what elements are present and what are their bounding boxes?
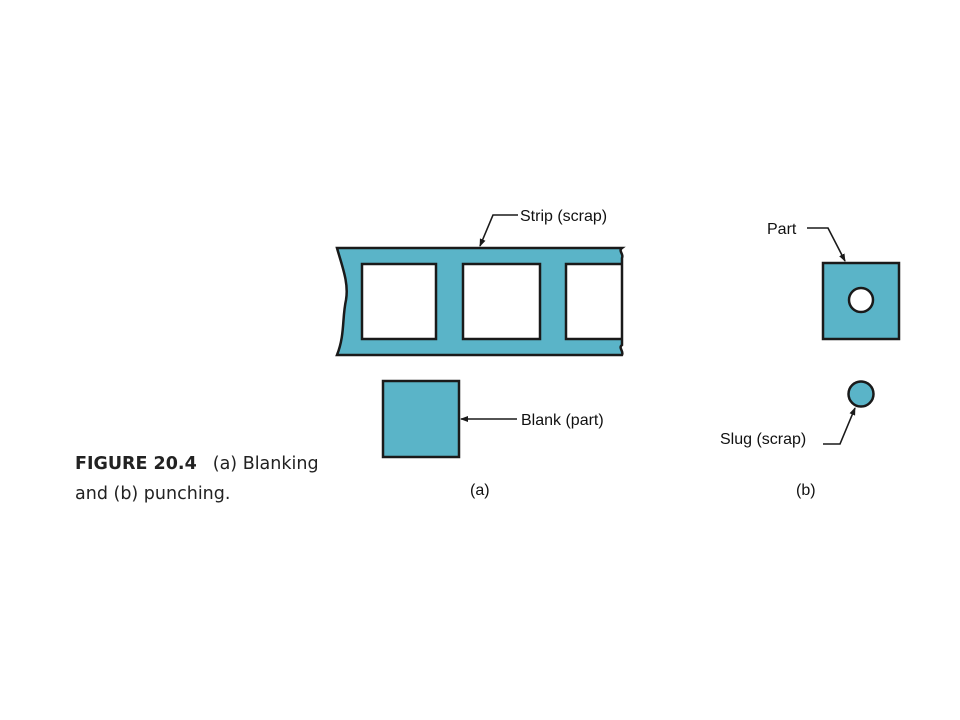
figure-caption: FIGURE 20.4 (a) Blanking and (b) punching… bbox=[75, 449, 335, 509]
strip-leader-line bbox=[479, 214, 518, 247]
slug-scrap bbox=[847, 380, 875, 408]
panel-a-label: (a) bbox=[470, 482, 490, 499]
strip-label: Strip (scrap) bbox=[520, 208, 607, 225]
blank-part bbox=[381, 379, 461, 459]
slug-leader-line bbox=[823, 407, 856, 445]
part-leader-line bbox=[807, 227, 846, 262]
slug-label: Slug (scrap) bbox=[720, 431, 806, 448]
panel-a: Strip (scrap) Blank (part) (a) bbox=[335, 208, 626, 499]
blank-label: Blank (part) bbox=[521, 412, 604, 429]
scrap-strip bbox=[335, 246, 626, 357]
panel-b: Part Slug (scrap) (b) bbox=[720, 221, 901, 499]
punched-part bbox=[821, 261, 901, 341]
panel-b-label: (b) bbox=[796, 482, 816, 499]
figure-number: FIGURE 20.4 bbox=[75, 454, 197, 474]
caption-text-line2: and (b) punching. bbox=[75, 484, 231, 504]
part-label: Part bbox=[767, 221, 797, 238]
caption-text-line1: (a) Blanking bbox=[212, 454, 319, 474]
